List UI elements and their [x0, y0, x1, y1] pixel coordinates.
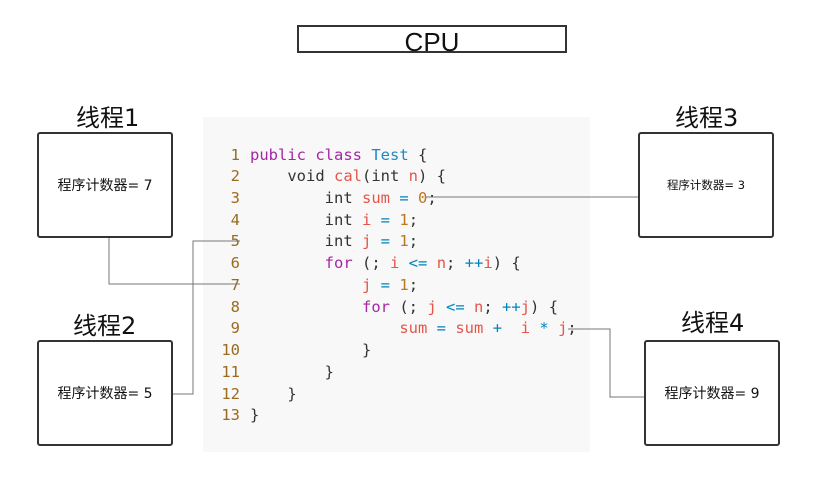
cpu-box: CPU [297, 25, 567, 57]
code-line: 10 } [203, 339, 371, 361]
code-line: 11 } [203, 361, 334, 383]
line-number: 11 [221, 363, 240, 381]
line-number: 1 [230, 146, 240, 164]
thread2-title: 线程2 [73, 312, 137, 340]
thread2-box: 程序计数器= 5 [37, 340, 173, 446]
thread3-box: 程序计数器= 3 [638, 132, 774, 238]
line-number: 10 [221, 341, 240, 359]
thread3-title: 线程3 [675, 104, 739, 132]
line-number: 2 [230, 167, 240, 185]
code-line: 8 for (; j <= n; ++j) { [203, 296, 558, 318]
thread4-counter: 程序计数器= 9 [664, 386, 760, 402]
code-line: 7 j = 1; [203, 274, 418, 296]
code-line: 3 int sum = 0; [203, 187, 437, 209]
thread4-connector [568, 328, 644, 398]
line-number: 7 [230, 276, 240, 294]
cpu-label: CPU [404, 27, 460, 57]
thread2-connector [173, 240, 240, 395]
thread2-counter: 程序计数器= 5 [57, 386, 153, 402]
line-number: 9 [230, 319, 240, 337]
thread3-counter: 程序计数器= 3 [666, 178, 746, 192]
line-number: 12 [221, 385, 240, 403]
thread1-box: 程序计数器= 7 [37, 132, 173, 238]
line-number: 8 [230, 298, 240, 316]
code-line: 12 } [203, 383, 296, 405]
line-number: 3 [230, 189, 240, 207]
code-line: 4 int i = 1; [203, 209, 418, 231]
thread1-title: 线程1 [76, 104, 140, 132]
thread4-box: 程序计数器= 9 [644, 340, 780, 446]
code-line: 6 for (; i <= n; ++i) { [203, 252, 521, 274]
line-number: 4 [230, 211, 240, 229]
line-number: 6 [230, 254, 240, 272]
code-line: 2 void cal(int n) { [203, 165, 446, 187]
thread4-title: 线程4 [681, 309, 745, 337]
thread1-counter: 程序计数器= 7 [57, 178, 153, 194]
code-line: 9 sum = sum + i * j; [203, 317, 577, 339]
line-number: 13 [221, 406, 240, 424]
thread1-connector [108, 238, 240, 285]
code-line: 13} [203, 404, 259, 426]
